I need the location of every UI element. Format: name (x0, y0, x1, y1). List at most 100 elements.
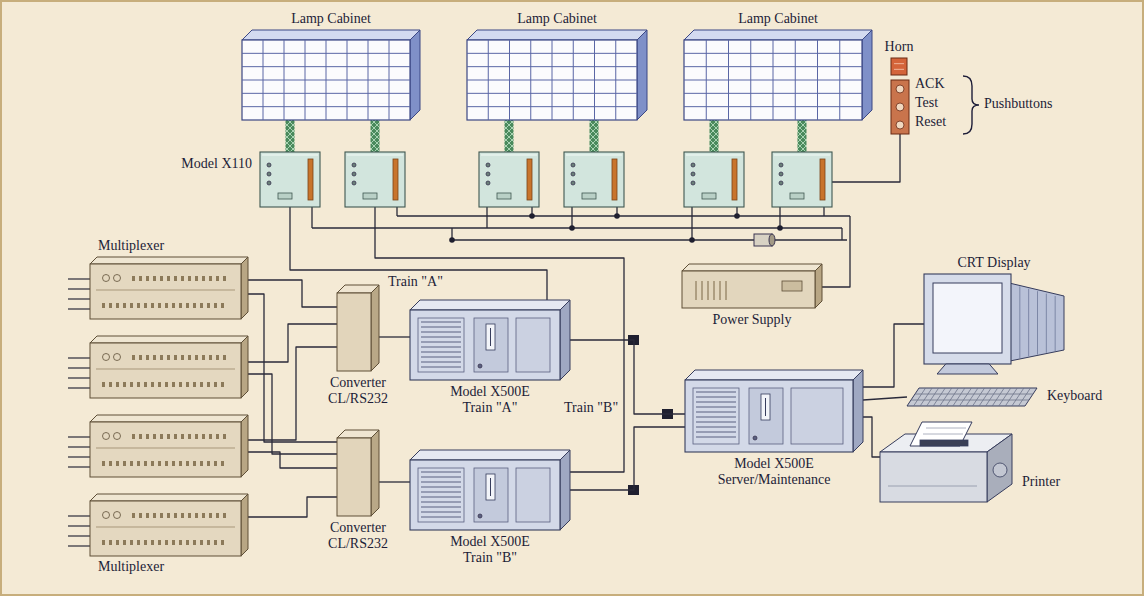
node-label: Reset (915, 114, 946, 130)
signal-wire (248, 294, 337, 442)
converter: Converter CL/RS232 (337, 430, 379, 516)
pushbutton-group-label: Pushbuttons (984, 96, 1052, 112)
node-label: CRT Display (957, 255, 1030, 271)
signal-wire (570, 427, 685, 490)
node-label: Converter CL/RS232 (318, 520, 398, 552)
lamp-cabinet: Lamp Cabinet (684, 30, 872, 120)
input-stub (68, 456, 90, 457)
signal-wire (248, 497, 337, 517)
junction-dot (449, 237, 455, 243)
x110-module (564, 152, 624, 207)
node-label: Horn (885, 39, 914, 55)
signal-wire (290, 207, 547, 300)
multiplexer-outline (90, 494, 248, 556)
computer-outline (410, 300, 570, 380)
bus-drop (396, 207, 397, 216)
junction-dot (777, 225, 783, 231)
node-label: Keyboard (1047, 388, 1102, 404)
bus-drop (486, 207, 487, 228)
crt-display-outline (924, 274, 1064, 374)
lamp-cable (798, 120, 807, 152)
signal-wire (248, 280, 337, 307)
x110-module (772, 152, 832, 207)
signal-wire (248, 324, 337, 362)
input-stub (68, 377, 90, 378)
input-stub (68, 298, 90, 299)
converter-outline (337, 430, 379, 516)
node-label: Printer (1022, 474, 1060, 490)
signal-wire (822, 216, 850, 287)
train-label: Train "B" (564, 400, 618, 416)
input-stub (68, 436, 90, 437)
bus-line (841, 228, 842, 240)
signal-wire (863, 324, 924, 387)
junction-dot (529, 213, 535, 219)
lamp-cabinet-outline (242, 30, 420, 120)
input-stub (68, 308, 90, 309)
x110-module: Model X110 (260, 152, 320, 207)
node-label: Lamp Cabinet (517, 11, 597, 27)
signal-wire (863, 397, 907, 400)
printer: Printer (880, 422, 1012, 502)
bus-line (312, 227, 842, 228)
input-stub (68, 367, 90, 368)
pushbutton-station-outline (891, 80, 909, 134)
signal-wire (248, 374, 337, 454)
junction-dot (569, 225, 575, 231)
bus-line (397, 215, 850, 216)
lamp-cable (286, 120, 295, 152)
keyboard-outline (907, 388, 1037, 406)
input-stub (68, 515, 90, 516)
signal-wire (832, 134, 900, 182)
lamp-cabinet-outline (467, 30, 647, 120)
node-label: Converter CL/RS232 (318, 375, 398, 407)
multiplexer (90, 415, 248, 477)
computer: Model X500E Train "A" (410, 300, 570, 380)
multiplexer: Multiplexer (90, 257, 248, 319)
node-label: Test (915, 95, 938, 111)
input-stub (68, 446, 90, 447)
multiplexer: Multiplexer (90, 494, 248, 556)
wiring (68, 120, 900, 546)
bus-drop (311, 207, 312, 228)
signal-wire (248, 347, 337, 440)
input-stub (68, 288, 90, 289)
node-label: Power Supply (713, 312, 792, 328)
node-label: Lamp Cabinet (738, 11, 818, 27)
x110-module-outline (260, 152, 320, 207)
keyboard: Keyboard (907, 388, 1037, 406)
lamp-cable (590, 120, 599, 152)
signal-wire (379, 481, 410, 482)
bus-drop (571, 207, 572, 228)
lamp-cabinet: Lamp Cabinet (242, 30, 420, 120)
horn: Horn (891, 58, 907, 75)
node-label: Model X500E Train "A" (440, 384, 540, 416)
multiplexer (90, 336, 248, 398)
bus-drop (823, 207, 824, 216)
node-label: ACK (915, 76, 945, 92)
node-label: Multiplexer (98, 559, 164, 575)
input-stub (68, 535, 90, 536)
input-stub (68, 278, 90, 279)
input-stub (68, 545, 90, 546)
input-stub (68, 466, 90, 467)
computer: Model X500E Server/Maintenance (685, 370, 863, 452)
power-supply: Power Supply (682, 264, 822, 308)
computer-outline (410, 450, 570, 530)
bus-drop (779, 207, 780, 228)
x110-module (479, 152, 539, 207)
node-label: Lamp Cabinet (291, 11, 371, 27)
bus-line (452, 239, 847, 240)
printer-outline (880, 422, 1012, 502)
signal-wire (863, 417, 880, 457)
junction-dot (614, 213, 620, 219)
x110-module (345, 152, 405, 207)
input-stub (68, 525, 90, 526)
junction-dot (734, 213, 740, 219)
brace (963, 76, 979, 134)
train-label: Train "A" (388, 274, 443, 290)
terminator-cap (769, 234, 775, 246)
node-label: Model X110 (181, 156, 252, 172)
